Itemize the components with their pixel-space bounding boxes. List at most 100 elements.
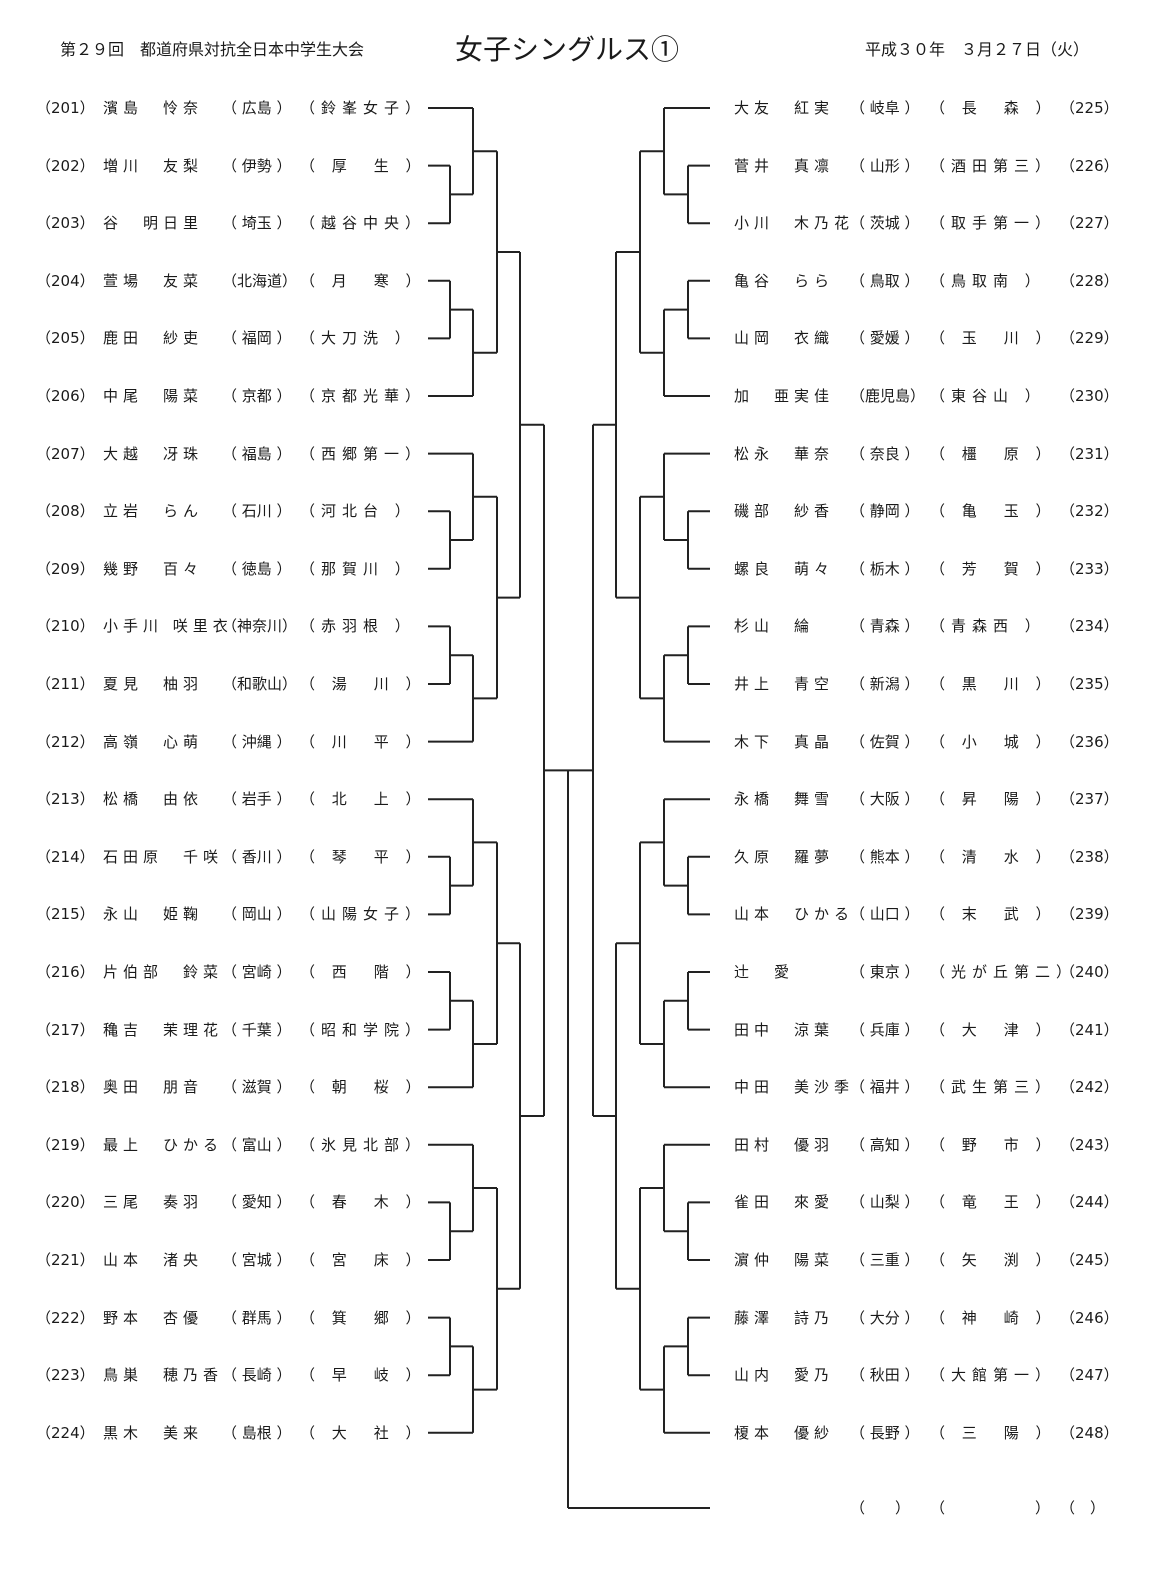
entry-name: 田村 優羽 [734,1135,835,1154]
entry-name: 田中 涼葉 [734,1020,835,1039]
draw-entry: （220）三尾 奏羽（ 愛知 ）（ 春 木 ） [0,1192,1155,1212]
tournament-title: 第２９回 都道府県対抗全日本中学生大会 [60,40,365,59]
entry-num: （236） [1060,732,1119,751]
entry-school: （ 大 社 ） [300,1423,427,1442]
entry-num: （205） [36,329,95,348]
entry-pref: （ 京都 ） [222,387,292,405]
entry-name: 杉山 綸 [734,617,815,636]
entry-num: （234） [1060,617,1119,636]
entry-pref: （ 鳥取 ） [850,271,920,290]
entry-num: （222） [36,1308,95,1327]
entry-school: （ 橿 原 ） [930,444,1057,463]
entry-num: （225） [1060,99,1119,117]
entry-name: 野本 杏優 [103,1308,204,1327]
draw-entry: （241）田中 涼葉（ 兵庫 ）（ 大 津 ） [0,1020,1155,1040]
draw-entry: （231）松永 華奈（ 奈良 ）（ 橿 原 ） [0,444,1155,464]
entry-pref: （ 広島 ） [222,99,292,117]
entry-school: （ 長 森 ） [930,99,1057,117]
winner-school: （ ） [930,1499,1057,1517]
entry-name: 木下 真晶 [734,732,835,751]
draw-entry: （238）久原 羅夢（ 熊本 ）（ 清 水 ） [0,847,1155,867]
entry-num: （230） [1060,387,1119,405]
entry-name: 片伯部 鈴菜 [103,963,224,981]
entry-name: 中尾 陽菜 [103,387,204,405]
entry-school: （赤羽根 ） [300,617,416,636]
entry-pref: （ 岩手 ） [222,790,292,809]
entry-school: （ 北 上 ） [300,790,427,809]
entry-num: （207） [36,444,95,463]
draw-entry: （224）黒木 美来（ 島根 ）（ 大 社 ） [0,1423,1155,1443]
entry-num: （211） [36,675,95,693]
entry-school: （武生第三） [930,1078,1057,1097]
entry-school: （ 春 木 ） [300,1193,427,1212]
entry-school: （越谷中央） [300,214,427,233]
entry-school: （ 箕 郷 ） [300,1308,427,1327]
entry-school: （ 黒 川 ） [930,675,1057,693]
draw-entry: （218）奥田 朋音（ 滋賀 ）（ 朝 桜 ） [0,1077,1155,1097]
entry-school: （取手第一） [930,214,1057,233]
entry-school: （鈴峯女子） [300,99,427,117]
entry-school: （ 早 岐 ） [300,1366,427,1385]
entry-pref: （ 兵庫 ） [850,1020,920,1039]
entry-num: （246） [1060,1308,1119,1327]
entry-pref: （ 秋田 ） [850,1366,920,1385]
entry-school: （ 三 陽 ） [930,1423,1057,1442]
entry-name: 山本 ひかる [734,905,855,924]
entry-school: （ 神 崎 ） [930,1308,1057,1327]
draw-entry: （204）萱場 友菜（北海道）（ 月 寒 ） [0,271,1155,291]
entry-pref: （ 高知 ） [850,1135,920,1154]
entry-num: （210） [36,617,95,636]
entry-num: （219） [36,1135,95,1154]
entry-name: 谷 明日里 [103,214,204,233]
entry-num: （237） [1060,790,1119,809]
entry-pref: （ 愛媛 ） [850,329,920,348]
entry-pref: （ 長野 ） [850,1423,920,1442]
draw-entry: （208）立岩 らん（ 石川 ）（河北台 ） [0,501,1155,521]
entry-name: 穐吉 茉理花 [103,1020,224,1039]
draw-entry: （226）菅井 真凛（ 山形 ）（酒田第三） [0,156,1155,176]
draw-entry: （243）田村 優羽（ 高知 ）（ 野 市 ） [0,1135,1155,1155]
entry-pref: （ 山梨 ） [850,1193,920,1212]
entry-pref: （ 福岡 ） [222,329,292,348]
entry-name: 辻 愛 [734,963,795,981]
entry-pref: （ 奈良 ） [850,444,920,463]
entry-pref: （ 香川 ） [222,847,292,866]
entry-num: （212） [36,732,95,751]
entry-pref: （ 佐賀 ） [850,732,920,751]
entry-name: 松永 華奈 [734,444,835,463]
entry-name: 鳥巣 穂乃香 [103,1366,224,1385]
entry-name: 鹿田 紗吏 [103,329,204,348]
entry-school: （西郷第一） [300,444,427,463]
entry-school: （光が丘第二） [930,963,1078,981]
entry-name: 増川 友梨 [103,156,204,175]
entry-num: （229） [1060,329,1119,348]
entry-name: 高嶺 心萌 [103,732,204,751]
draw-entry: （245）濵仲 陽菜（ 三重 ）（ 矢 渕 ） [0,1250,1155,1270]
draw-entry: （236） 木下 真晶 （ 佐賀 ） （ 小 城 ） [0,732,1155,752]
entry-num: （208） [36,502,95,521]
event-title: 女子シングルス① [455,33,680,66]
entry-name: 大越 冴珠 [103,444,204,463]
entry-num: （221） [36,1251,95,1269]
entry-num: （218） [36,1078,95,1097]
entry-name: 萱場 友菜 [103,271,204,290]
entry-name: 菅井 真凛 [734,156,835,175]
entry-school: （ 小 城 ） [930,732,1057,751]
entry-school: （ 西 階 ） [300,963,427,981]
draw-entry: （203）谷 明日里（ 埼玉 ）（越谷中央） [0,213,1155,233]
entry-name: 井上 青空 [734,675,835,693]
entry-name: 小手川 咲里衣 [103,617,233,636]
entry-school: （ 野 市 ） [930,1135,1057,1154]
draw-entry: （225）大友 紅実（ 岐阜 ）（ 長 森 ） [0,98,1155,118]
draw-entry: （217）穐吉 茉理花（ 千葉 ）（昭和学院） [0,1020,1155,1040]
entry-school: （ 亀 玉 ） [930,502,1057,521]
entry-pref: （ 茨城 ） [850,214,920,233]
entry-num: （248） [1060,1423,1119,1442]
entry-pref: （ 石川 ） [222,502,292,521]
entry-name: 松橋 由依 [103,790,204,809]
draw-entry: （247）山内 愛乃（ 秋田 ）（大館第一） [0,1365,1155,1385]
entry-school: （東谷山 ） [930,387,1046,405]
entry-pref: （和歌山） [222,675,298,693]
draw-entry: （246）藤澤 詩乃（ 大分 ）（ 神 崎 ） [0,1308,1155,1328]
entry-pref: （ 千葉 ） [222,1020,292,1039]
